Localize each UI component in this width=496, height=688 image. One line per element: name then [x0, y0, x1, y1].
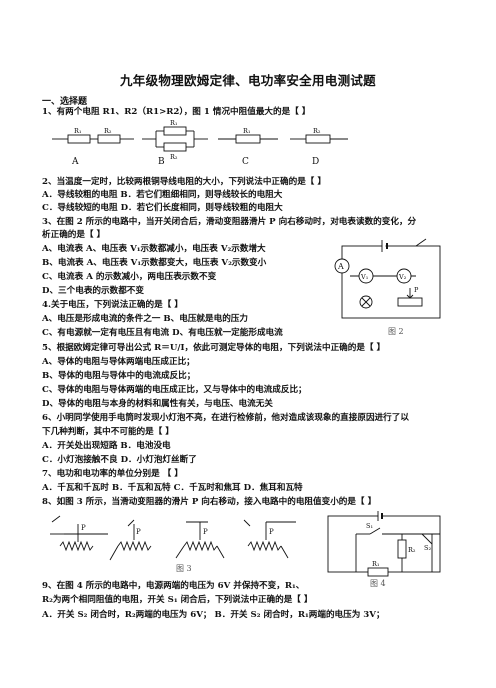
- q3-option-c: C、电流表 A 的示数减小，两电压表示数不变: [42, 272, 217, 282]
- q4-options-cd: C、有电源就一定有电压且有电流 D、有电压就一定能形成电流: [42, 328, 283, 338]
- fig4-s2: S₂: [424, 544, 431, 552]
- question-2: 2、当温度一定时，比较两根铜导线电阻的大小，下列说法中正确的是【 】: [42, 177, 326, 187]
- fig3-caption: 图 3: [176, 564, 192, 573]
- fig1-r2-label: R₂: [104, 127, 112, 135]
- figure-4-circuit: S₁ R₂ S₂ R₁ 图 4: [327, 511, 441, 588]
- fig2-voltmeter-2: V₂: [398, 273, 407, 281]
- question-3: 3、在图 2 所示的电路中，当开关闭合后，滑动变阻器滑片 P 向右移动时，对电表…: [42, 217, 417, 227]
- fig3-p-c: P: [203, 528, 208, 536]
- fig3-p-b: P: [136, 528, 141, 536]
- q4-options-ab: A、电压是形成电流的条件之一 B、电压就是电的压力: [42, 314, 248, 324]
- figure-3-rheostats: P P P P 图 3: [50, 515, 296, 573]
- q3-option-b: B、电流表 A、电压表 V₁示数都变大，电压表 V₂示数变小: [42, 258, 267, 268]
- q9-options-ab: A．开关 S₂ 闭合时，R₂两端的电压为 6V； B．开关 S₂ 闭合时，R₁两…: [42, 610, 385, 620]
- question-5: 5、根据欧姆定律可导出公式 R＝U/I，依此可测定导体的电阻，下列说法中正确的是…: [42, 343, 386, 353]
- question-3-cont: 析正确的是【 】: [42, 230, 106, 240]
- q3-option-d: D、三个电表的示数都不变: [42, 286, 144, 296]
- fig3-p-d: P: [269, 528, 274, 536]
- figure-1-resistor-combinations: R₁ R₂ R₁ R₂ R₁ R₂ A B C D: [52, 119, 348, 167]
- fig2-ammeter: A: [337, 262, 344, 271]
- fig2-slider-p: P: [414, 286, 419, 294]
- fig2-voltmeter-1: V₁: [360, 273, 369, 281]
- figure-2-circuit: A V₁ V₂ P 图 2: [334, 238, 441, 336]
- section-heading: 一、选择题: [42, 97, 88, 107]
- fig1-label-a: A: [71, 157, 79, 167]
- fig4-caption: 图 4: [370, 579, 386, 588]
- fig1-r1-label: R₁: [74, 127, 82, 135]
- question-6: 6、小明同学使用手电筒时发现小灯泡不亮，在进行检修前，他对造成该现象的直接原因进…: [42, 413, 409, 423]
- question-8: 8、如图 3 所示，当滑动变阻器的滑片 P 向右移动，接入电路中的电阻值变小的是…: [42, 497, 377, 507]
- document-title: 九年级物理欧姆定律、电功率安全用电测试题: [119, 73, 376, 88]
- q5-option-b: B、导体的电阻与导体中的电流成反比；: [42, 371, 196, 381]
- q6-options-ab: A．开关处出现短路 B．电池没电: [42, 441, 171, 451]
- question-6-cont: 下几种判断，其中不可能的是【 】: [42, 427, 174, 437]
- q7-options: A．千瓦和千瓦时 B．千瓦和瓦特 C．千瓦时和焦耳 D．焦耳和瓦特: [42, 483, 303, 493]
- fig1-r1-single-label: R₁: [243, 127, 251, 135]
- question-4: 4.关于电压，下列说法正确的是【 】: [42, 300, 183, 310]
- q2-options-ab: A．导线较粗的电阻 B．若它们粗细相同，则导线较长的电阻大: [42, 190, 283, 200]
- q5-option-a: A、导体的电阻与导体两端电压成正比；: [42, 357, 195, 367]
- fig1-r2-single-label: R₂: [313, 127, 321, 135]
- q5-option-c: C、导体的电阻与导体两端的电压成正比，又与导体中的电流成反比；: [42, 385, 307, 395]
- q3-option-a: A、电流表 A、电压表 V₁示数都减小，电压表 V₂示数增大: [42, 244, 266, 254]
- question-9-cont: R₂为两个相同阻值的电阻，开关 S₁ 闭合后，下列说法中正确的是【 】: [42, 595, 313, 605]
- fig3-p-a: P: [81, 524, 86, 532]
- fig1-r1-parallel-label: R₁: [170, 119, 178, 127]
- fig1-label-d: D: [312, 157, 319, 167]
- fig1-r2-parallel-label: R₂: [170, 153, 178, 161]
- fig4-s1: S₁: [366, 522, 373, 530]
- fig4-r2: R₂: [408, 546, 416, 554]
- q2-options-cd: C．导线较短的电阻 D．若它们长度相同，则导线较粗的电阻大: [42, 203, 283, 213]
- q5-option-d: D、导体的电阻与本身的材料和属性有关，与电压、电流无关: [42, 399, 273, 409]
- fig1-label-c: C: [242, 157, 249, 167]
- fig2-caption: 图 2: [388, 327, 404, 336]
- question-7: 7、电功和电功率的单位分别是 【 】: [42, 469, 183, 479]
- fig1-label-b: B: [158, 157, 165, 167]
- question-1: 1、有两个电阻 R1、R2（R1>R2），图 1 情况中阻值最大的是【 】: [42, 107, 311, 117]
- fig4-r1: R₁: [372, 560, 380, 568]
- q6-options-cd: C．小灯泡接触不良 D．小灯泡灯丝断了: [42, 455, 197, 465]
- question-9: 9、在图 4 所示的电路中，电源两端的电压为 6V 并保持不变，R₁、: [42, 581, 305, 591]
